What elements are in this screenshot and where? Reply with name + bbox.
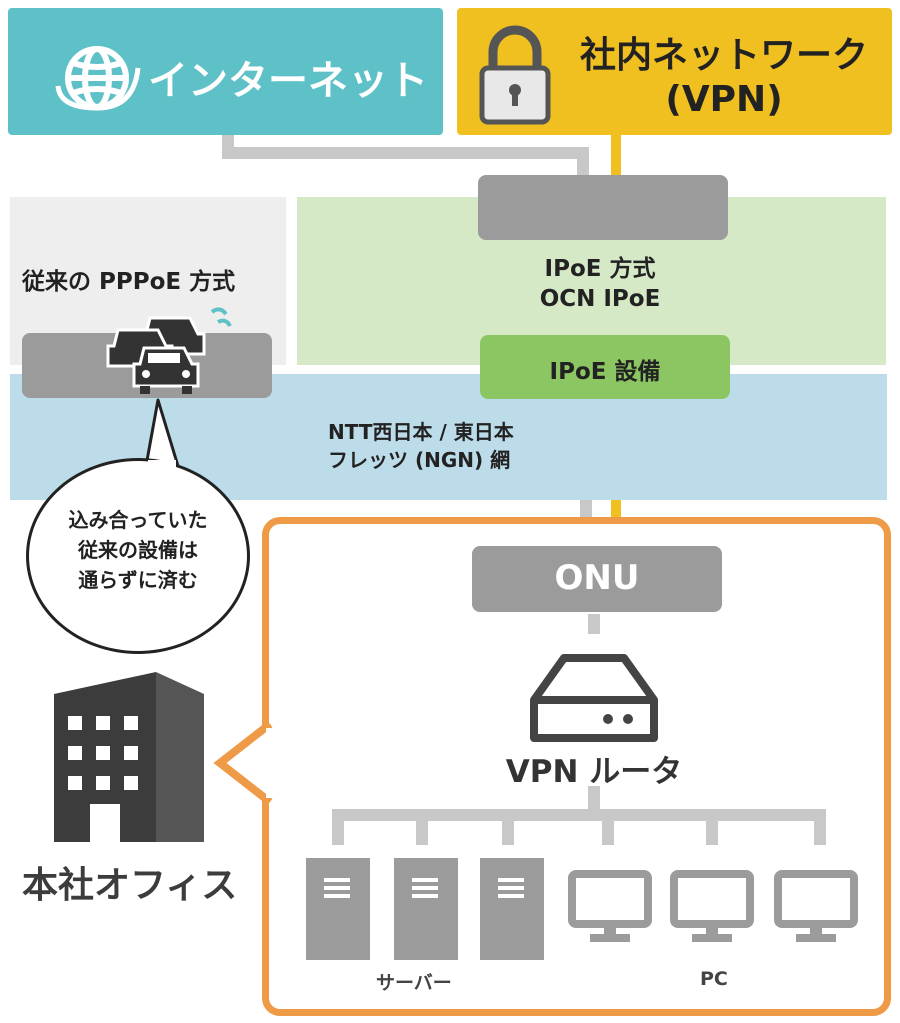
ipoe-label: IPoE 方式 OCN IPoE: [500, 254, 700, 314]
monitor-icon: [670, 870, 754, 942]
server-icon: [480, 858, 544, 960]
ngn-label: NTT西日本 / 東日本 フレッツ (NGN) 網: [328, 418, 514, 474]
server-icon: [306, 858, 370, 960]
globe-icon: [55, 46, 141, 111]
bubble-line3: 通らずに済む: [78, 568, 198, 592]
office-frame-pointer: [213, 720, 276, 806]
bubble-line2: 従来の設備は: [78, 538, 198, 562]
office-label: 本社オフィス: [22, 865, 238, 906]
cars-icon: [106, 307, 232, 394]
server-icon: [394, 858, 458, 960]
monitor-icon: [774, 870, 858, 942]
device-bus: [332, 809, 826, 845]
pppoe-label: 従来の PPPoE 方式: [22, 269, 236, 295]
pc-label: PC: [700, 968, 728, 990]
onu-box: ONU: [472, 546, 722, 612]
bubble-line1: 込み合っていた: [68, 508, 208, 532]
internet-line: [222, 135, 589, 180]
bubble-text: 込み合っていた 従来の設備は 通らずに済む: [26, 505, 250, 595]
ngn-label-line1: NTT西日本 / 東日本: [328, 420, 514, 444]
bubble-tail-cover: [148, 460, 176, 470]
padlock-icon: [479, 25, 551, 125]
internet-box: インターネット: [8, 8, 443, 135]
ipoe-equipment-box: IPoE 設備: [480, 335, 730, 399]
vpn-label-line2: (VPN): [665, 79, 783, 120]
ipoe-label-line1: IPoE 方式: [544, 256, 656, 282]
vpn-label: 社内ネットワーク (VPN): [569, 34, 879, 122]
monitor-icon: [568, 870, 652, 942]
vpn-label-line1: 社内ネットワーク: [579, 35, 868, 76]
ngn-label-line2: フレッツ (NGN) 網: [328, 448, 511, 472]
onu-label: ONU: [554, 558, 640, 598]
router-label: VPN ルータ: [505, 754, 683, 790]
bubble-tail: [144, 398, 180, 467]
speech-bubble: [26, 458, 250, 654]
ipoe-equipment-label: IPoE 設備: [549, 359, 661, 385]
router-icon: [530, 654, 658, 742]
server-label: サーバー: [376, 972, 452, 994]
building-icon: [54, 672, 204, 842]
internet-label: インターネット: [148, 58, 428, 104]
vpn-box: 社内ネットワーク (VPN): [457, 8, 892, 135]
ipoe-label-line2: OCN IPoE: [539, 286, 661, 312]
network-junction-box: [478, 175, 728, 240]
